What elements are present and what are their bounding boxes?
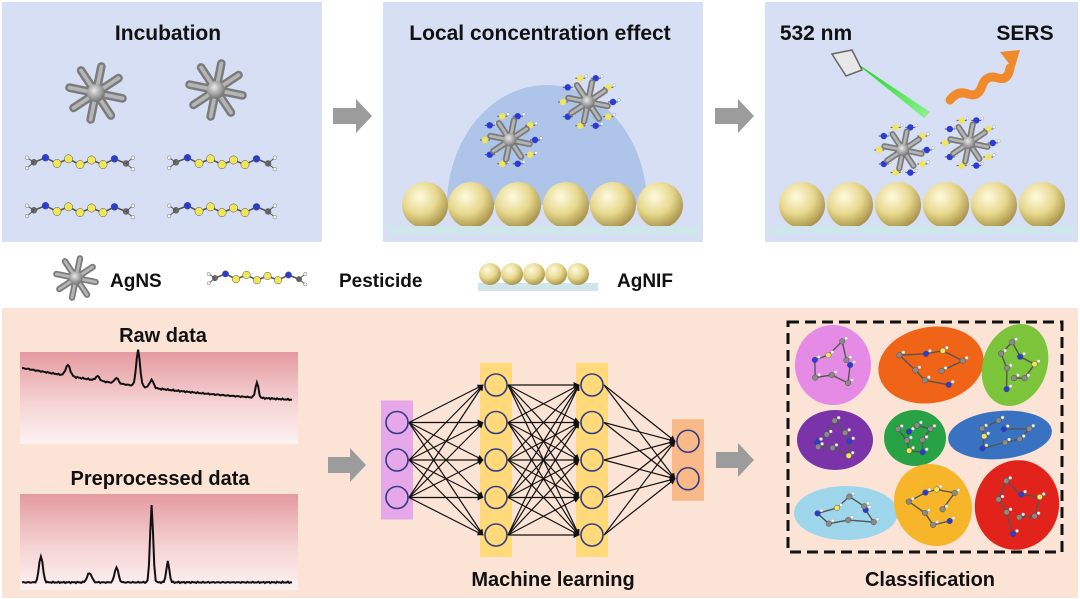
- agnif-sphere: [501, 263, 523, 285]
- substrate: [388, 226, 700, 234]
- concentration-title: Local concentration effect: [409, 22, 670, 45]
- agnif-sphere: [479, 263, 501, 285]
- agnif-sphere: [543, 182, 589, 228]
- raw-spectrum-box: [20, 352, 298, 444]
- agnif-sphere: [827, 182, 873, 228]
- agnif-sphere: [779, 182, 825, 228]
- class-cluster: [797, 410, 873, 470]
- laser-label: 532 nm: [780, 22, 852, 45]
- agnif-sphere: [448, 182, 494, 228]
- class-cluster: [884, 410, 946, 466]
- agns-particle: [56, 258, 95, 297]
- agnif-sphere: [545, 263, 567, 285]
- agnif-sphere: [971, 182, 1017, 228]
- class-cluster: [795, 325, 871, 405]
- class-cluster: [794, 486, 898, 540]
- preprocessed-spectrum-box: [20, 494, 298, 590]
- raw-data-title: Raw data: [119, 325, 208, 347]
- process-arrow-1: [333, 99, 372, 133]
- legend-pesticide-label: Pesticide: [339, 271, 422, 292]
- substrate: [770, 226, 1075, 234]
- network-layer-band: [672, 419, 704, 501]
- machine-learning-label: Machine learning: [471, 569, 634, 591]
- agnif-sphere: [637, 182, 683, 228]
- sers-label: SERS: [996, 22, 1053, 45]
- agnif-sphere: [590, 182, 636, 228]
- agnif-sphere: [495, 182, 541, 228]
- agnif-sphere: [1019, 182, 1065, 228]
- agnif-sphere: [923, 182, 969, 228]
- incubation-title: Incubation: [115, 22, 221, 45]
- classification-label: Classification: [865, 569, 995, 591]
- agnif-sphere: [567, 263, 589, 285]
- preprocessed-data-title: Preprocessed data: [71, 468, 251, 490]
- legend-agnif-label: AgNIF: [617, 271, 673, 292]
- agnif-sphere: [523, 263, 545, 285]
- legend-agns-label: AgNS: [110, 271, 162, 292]
- classification-clusters: [794, 315, 1069, 561]
- agnif-sphere: [402, 182, 448, 228]
- process-arrow-2: [715, 99, 754, 133]
- pesticide-molecule: [207, 271, 307, 286]
- agnif-sphere: [875, 182, 921, 228]
